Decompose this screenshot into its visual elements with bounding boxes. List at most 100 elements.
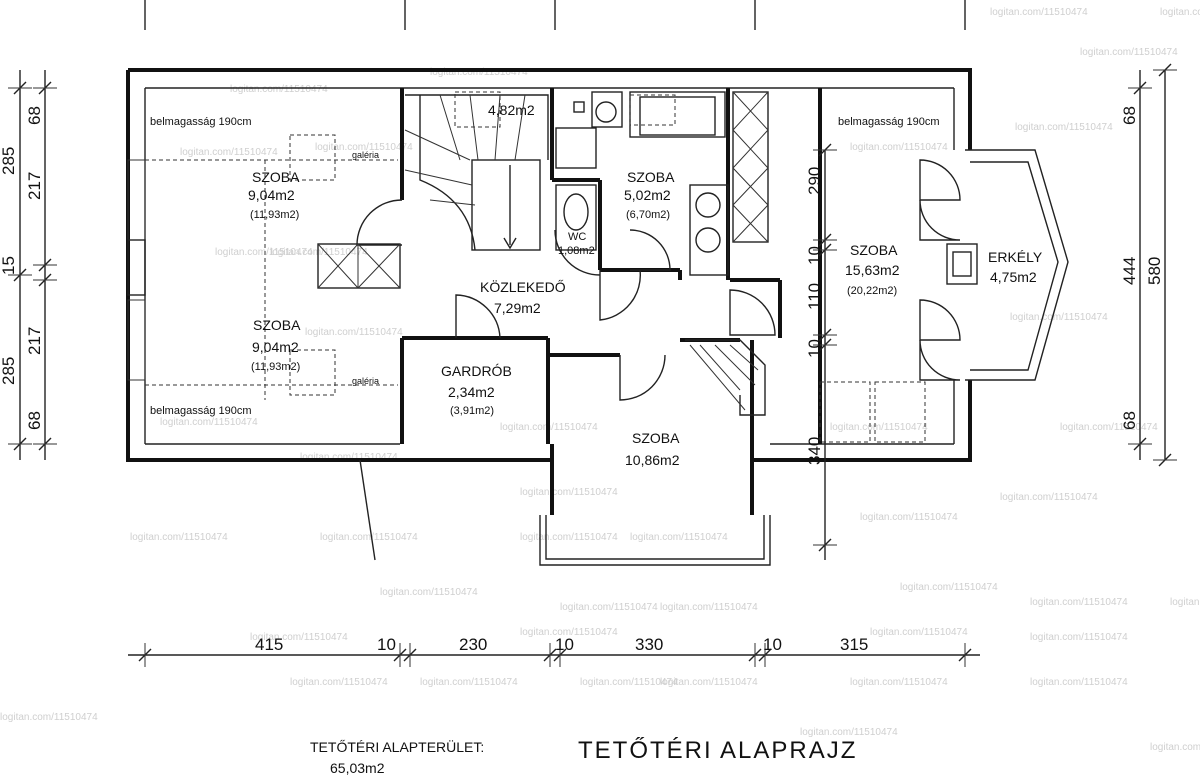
dim-right-1: 68 (1120, 106, 1139, 125)
door-arcs (356, 159, 961, 401)
dim-left-2: 217 (25, 172, 44, 200)
watermark-text: logitan.com/11510474 (315, 142, 413, 153)
staircase (317, 94, 766, 416)
watermark-text: logitan.com/11510474 (160, 417, 258, 428)
watermark-text: logitan.com/11510474 (1030, 677, 1128, 688)
watermark-text: logitan.com/11510474 (580, 677, 678, 688)
watermark-text: logitan.com/11510474 (1000, 492, 1098, 503)
dim-bottom-1: 415 (255, 635, 283, 654)
watermark-text: logitan.com/11510474 (1170, 597, 1200, 608)
room-area-wc: 1,08m2 (558, 245, 595, 257)
watermark-text: logitan.com/11510474 (850, 677, 948, 688)
bottom-dimension-values: 415 10 230 10 330 10 315 (255, 635, 868, 654)
watermark-text: logitan.com/11510474 (560, 602, 658, 613)
room-area-erkely: 4,75m2 (990, 269, 1037, 285)
dim-inner-5: 340 (805, 437, 824, 465)
watermark-text: logitan.com/11510474 (520, 627, 618, 638)
watermark-text: logitan.com/11510474 (1160, 7, 1200, 18)
room-area-szoba-top-left: 9,04m2 (248, 187, 295, 203)
watermark-text: logitan.com/11510474 (870, 627, 968, 638)
watermark-text: logitan.com/11510474 (990, 7, 1088, 18)
watermark-text: logitan.com/11510474 (830, 422, 928, 433)
balcony (946, 149, 1069, 381)
watermark-text: logitan.com/11510474 (1030, 632, 1128, 643)
ceiling-note-right: belmagasság 190cm (838, 116, 940, 128)
watermark-text: logitan.com/11510474 (900, 582, 998, 593)
room-area-szoba-right: 15,63m2 (845, 262, 900, 278)
watermark-text: logitan.com/11510474 (1015, 122, 1113, 133)
dim-inner-1: 290 (805, 167, 824, 195)
interior-walls (400, 88, 822, 515)
dimension-lines (19, 70, 1166, 656)
bay-window (359, 459, 771, 566)
watermark-text: logitan.com/11510474 (215, 247, 313, 258)
room-sub-szoba-bottom-left: (11,93m2) (251, 361, 300, 373)
watermark-text: logitan.com/11510474 (630, 532, 728, 543)
dim-bottom-4: 10 (555, 635, 574, 654)
left-dimension-values: 68 217 217 68 285 15 285 (0, 106, 44, 430)
watermark-group: logitan.com/11510474logitan.com/11510474… (0, 7, 1200, 753)
room-sub-szoba-top-left: (11,93m2) (250, 209, 299, 221)
watermark-text: logitan.com/11510474 (660, 677, 758, 688)
watermark-text: logitan.com/11510474 (380, 587, 478, 598)
watermark-text: logitan.com/11510474 (660, 602, 758, 613)
dim-inner-2: 10 (805, 246, 824, 265)
room-area-kozlekedo: 7,29m2 (494, 300, 541, 316)
room-name-szoba-bottom-left: SZOBA (253, 317, 301, 333)
dim-bottom-5: 330 (635, 635, 663, 654)
title-block: TETŐTÉRI ALAPTERÜLET: 65,03m2 TETŐTÉRI A… (310, 737, 857, 776)
watermark-text: logitan.com/11510474 (300, 452, 398, 463)
room-name-kozlekedo: KÖZLEKEDŐ (480, 278, 566, 295)
room-sub-szoba-mid: (6,70m2) (626, 209, 670, 221)
watermark-text: logitan.com/11510474 (1010, 312, 1108, 323)
dim-bottom-2: 10 (377, 635, 396, 654)
room-area-szoba-bottom-left: 9,04m2 (252, 339, 299, 355)
dim-bottom-6: 10 (763, 635, 782, 654)
gallery-label-bottom: galéria (352, 376, 379, 386)
watermark-text: logitan.com/11510474 (305, 327, 403, 338)
room-name-szoba-top-left: SZOBA (252, 169, 300, 185)
watermark-text: logitan.com/11510474 (250, 632, 348, 643)
watermark-text: logitan.com/11510474 (800, 727, 898, 738)
watermark-text: logitan.com/11510474 (1150, 742, 1200, 753)
room-sub-gardrob: (3,91m2) (450, 405, 494, 417)
right-dimension-values: 68 444 68 580 (1120, 106, 1164, 430)
room-name-erkely: ERKÉLY (988, 249, 1043, 265)
watermark-text: logitan.com/11510474 (1060, 422, 1158, 433)
fixtures (555, 91, 769, 276)
room-area-szoba-mid: 5,02m2 (624, 187, 671, 203)
inner-right-dimension-values: 290 10 110 10 340 (805, 167, 824, 465)
plan-title: TETŐTÉRI ALAPRAJZ (578, 737, 857, 764)
dim-left-3: 217 (25, 327, 44, 355)
watermark-text: logitan.com/11510474 (860, 512, 958, 523)
watermark-text: logitan.com/11510474 (420, 677, 518, 688)
dim-right-2: 444 (1120, 257, 1139, 285)
area-label: TETŐTÉRI ALAPTERÜLET: (310, 738, 484, 755)
room-sub-szoba-right: (20,22m2) (847, 285, 897, 297)
top-extension-lines (144, 0, 966, 30)
watermark-text: logitan.com/11510474 (290, 677, 388, 688)
watermark-text: logitan.com/11510474 (520, 532, 618, 543)
watermark-text: logitan.com/11510474 (320, 532, 418, 543)
gallery-label-top: galéria (352, 150, 379, 160)
area-value: 65,03m2 (330, 760, 385, 776)
room-area-stair: 4,82m2 (488, 102, 535, 118)
dimension-ticks (8, 63, 1177, 667)
watermark-text: logitan.com/11510474 (230, 84, 328, 95)
watermark-text: logitan.com/11510474 (180, 147, 278, 158)
dim-right-outer: 580 (1145, 257, 1164, 285)
room-name-szoba-mid: SZOBA (627, 169, 675, 185)
room-name-wc: WC (568, 231, 586, 243)
dim-left-outer-2: 15 (0, 256, 18, 275)
room-name-szoba-right: SZOBA (850, 242, 898, 258)
ceiling-note-left-bottom: belmagasság 190cm (150, 405, 252, 417)
room-name-gardrob: GARDRÓB (441, 363, 512, 379)
watermark-text: logitan.com/11510474 (1030, 597, 1128, 608)
dim-inner-4: 10 (805, 339, 824, 358)
dim-bottom-7: 315 (840, 635, 868, 654)
room-name-szoba-bottom: SZOBA (632, 430, 680, 446)
watermark-text: logitan.com/11510474 (520, 487, 618, 498)
room-area-szoba-bottom: 10,86m2 (625, 452, 680, 468)
ceiling-note-left-top: belmagasság 190cm (150, 116, 252, 128)
